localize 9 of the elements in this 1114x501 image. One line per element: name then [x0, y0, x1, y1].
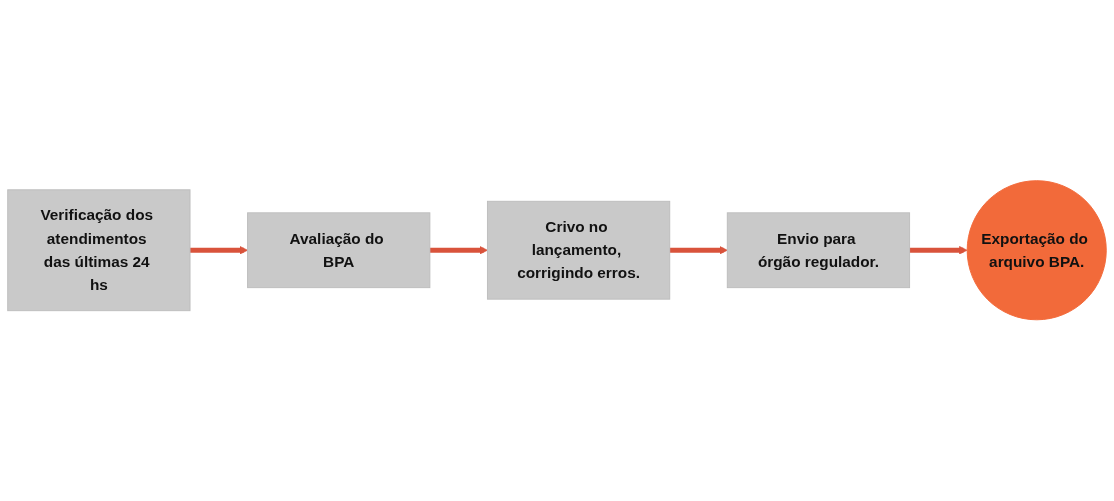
arrow: [429, 246, 488, 255]
node-box: Envio para órgão regulador.: [726, 212, 911, 289]
arrow: [190, 246, 248, 255]
arrow: [669, 246, 728, 255]
arrow: [909, 246, 968, 255]
node-circle: Exportação do arquivo BPA.: [966, 180, 1107, 321]
node-box: Verificação dos atendimentos das últimas 24 hs: [7, 189, 191, 312]
node-box: Crivo no lançamento, corrigindo erros.: [486, 201, 671, 300]
node-box: Avaliação do BPA: [247, 212, 431, 289]
